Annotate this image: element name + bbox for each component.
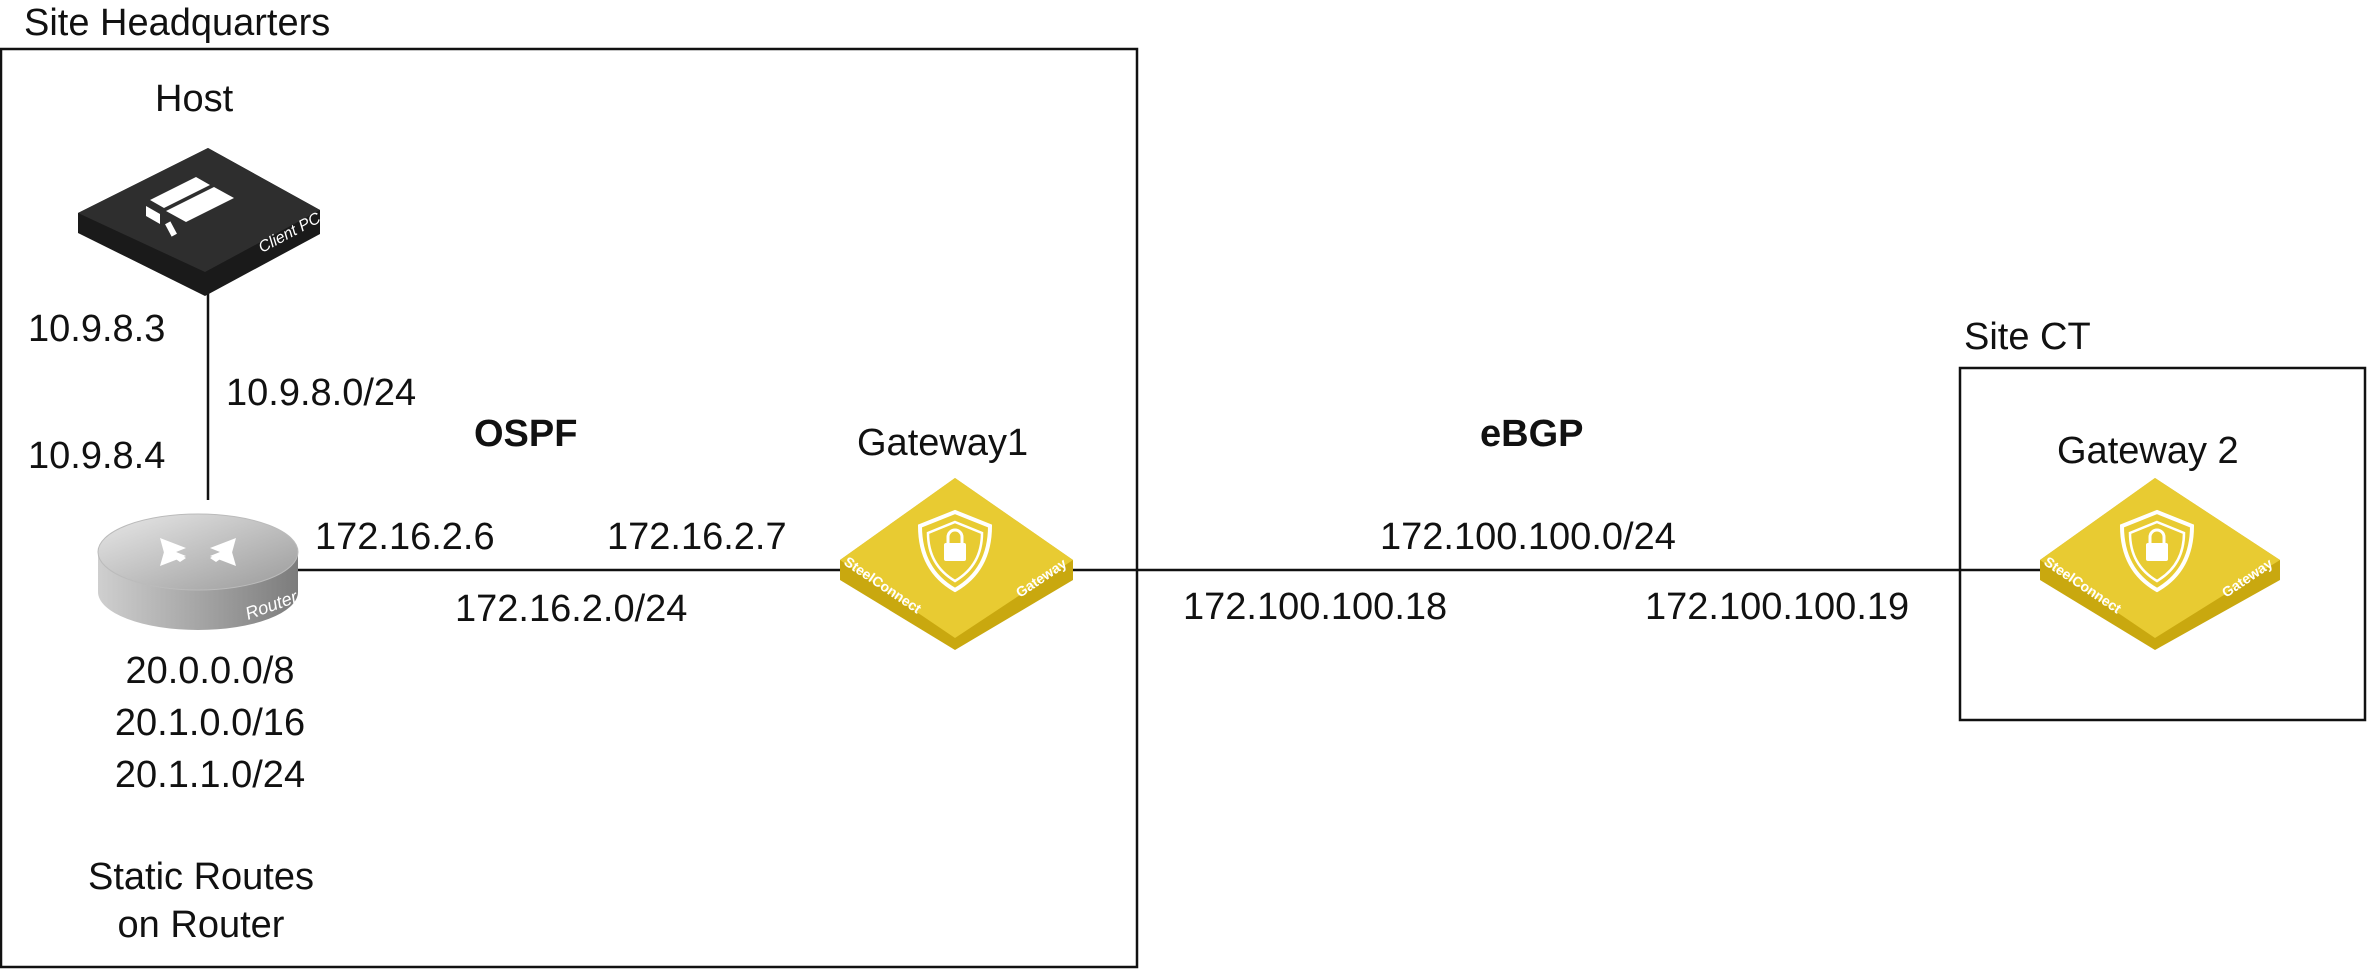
router-device[interactable]: Router bbox=[97, 513, 301, 630]
gateway1-device[interactable]: SteelConnect Gateway bbox=[840, 478, 1073, 650]
site-ct-box bbox=[1958, 366, 2367, 722]
host-title: Host bbox=[155, 78, 234, 120]
router-icon bbox=[160, 538, 236, 566]
gateway1-title: Gateway1 bbox=[857, 422, 1029, 464]
static-routes-caption-line1: Static Routes bbox=[88, 856, 314, 898]
ospf-subnet-label: 172.16.2.0/24 bbox=[455, 588, 688, 630]
router-host-side-ip-label: 10.9.8.4 bbox=[28, 435, 166, 477]
client-pc-icon bbox=[146, 177, 234, 237]
ebgp-label: eBGP bbox=[1480, 413, 1584, 455]
site-ct-label: Site CT bbox=[1964, 316, 2091, 358]
gateway2-device[interactable]: SteelConnect Gateway bbox=[2040, 478, 2280, 650]
host-device[interactable]: Client PC bbox=[78, 148, 324, 296]
site-headquarters-box bbox=[0, 47, 1139, 969]
static-route-2: 20.1.0.0/16 bbox=[114, 702, 306, 744]
static-route-3: 20.1.1.0/24 bbox=[114, 754, 306, 796]
static-routes-caption-line2: on Router bbox=[117, 904, 285, 946]
router-ospf-ip-label: 172.16.2.6 bbox=[315, 516, 495, 558]
gateway2-ebgp-ip-label: 172.100.100.19 bbox=[1645, 586, 1910, 628]
gateway2-title: Gateway 2 bbox=[2057, 430, 2239, 472]
host-subnet-label: 10.9.8.0/24 bbox=[226, 372, 417, 414]
gateway-shield-icon bbox=[917, 509, 993, 593]
ospf-label: OSPF bbox=[474, 413, 578, 455]
gateway-shield-icon bbox=[2119, 509, 2195, 593]
host-ip-label: 10.9.8.3 bbox=[28, 308, 166, 350]
gateway1-ebgp-ip-label: 172.100.100.18 bbox=[1183, 586, 1448, 628]
static-route-1: 20.0.0.0/8 bbox=[125, 650, 295, 692]
ebgp-subnet-label: 172.100.100.0/24 bbox=[1380, 516, 1676, 558]
gateway1-ospf-ip-label: 172.16.2.7 bbox=[607, 516, 787, 558]
site-headquarters-label: Site Headquarters bbox=[24, 2, 331, 44]
